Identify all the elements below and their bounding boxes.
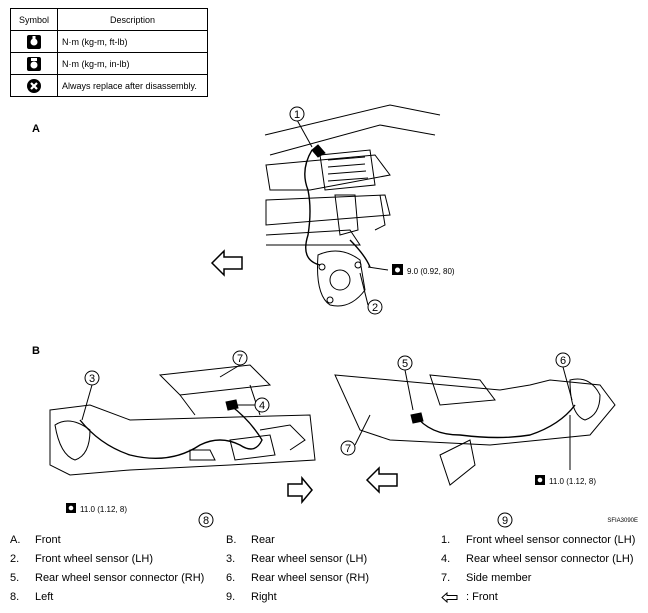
callout-2: 2 (372, 302, 378, 314)
legend-header-symbol: Symbol (10, 8, 58, 31)
torque-wrench-icon (27, 34, 41, 49)
rear-suspension-drawing: 3 7 4 5 6 7 11.0 (1.12, 8) 11.0 (1.12, 8… (49, 350, 616, 528)
torque-value-a: 9.0 (0.92, 80) (407, 267, 455, 276)
legend-row-3: Always replace after disassembly. (57, 74, 208, 97)
torque-value-b-left: 11.0 (1.12, 8) (80, 505, 127, 514)
callout-4: 4 (259, 400, 265, 412)
callout-5: 5 (402, 358, 408, 370)
torque-value-b-right: 11.0 (1.12, 8) (549, 477, 596, 486)
torque-wrench-small-icon (27, 56, 41, 71)
view-a-label: A (32, 123, 40, 135)
legend-row-2: N·m (kg-m, in-lb) (57, 52, 208, 75)
callout-7-left: 7 (237, 353, 243, 365)
view-b-label: B (32, 345, 40, 357)
legend-header-description: Description (57, 8, 208, 31)
callout-8: 8 (203, 515, 209, 527)
symbol-legend: Symbol Description N·m (kg-m, ft-lb) N·m… (10, 8, 208, 97)
figure-code: SFIA3090E (607, 518, 638, 524)
callout-9: 9 (502, 515, 508, 527)
callout-6: 6 (560, 355, 566, 367)
front-arrow-icon (441, 592, 458, 603)
callout-1: 1 (294, 109, 300, 121)
front-suspension-drawing: 1 2 9.0 (0.92, 80) (210, 104, 455, 315)
callout-3: 3 (89, 373, 95, 385)
always-replace-icon (27, 78, 41, 93)
legend-row-1: N·m (kg-m, ft-lb) (57, 30, 208, 53)
callout-7-right: 7 (345, 443, 351, 455)
